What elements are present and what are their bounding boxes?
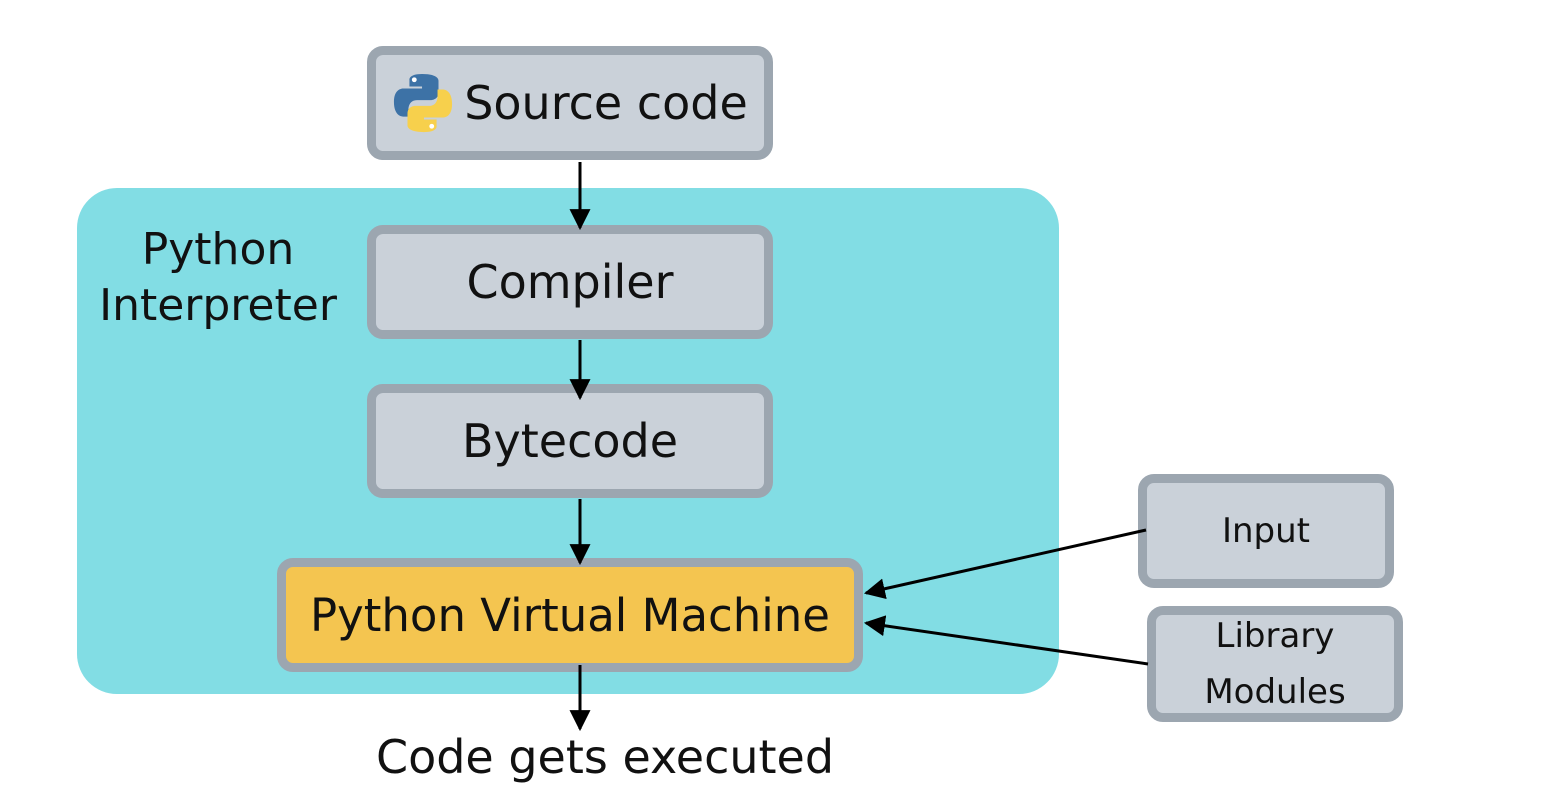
python-logo-icon xyxy=(394,73,453,133)
arrow-input-to-pvm xyxy=(863,528,1147,600)
library-label-line2: Modules xyxy=(1204,672,1346,712)
source-code-label: Source code xyxy=(464,76,748,130)
pvm-label: Python Virtual Machine xyxy=(309,588,830,642)
input-label: Input xyxy=(1221,511,1311,551)
library-modules-node: Library Modules xyxy=(1147,606,1403,722)
source-code-node: Source code xyxy=(367,46,773,160)
region-label-line2: Interpreter xyxy=(99,280,337,331)
region-label-line1: Python xyxy=(141,224,295,275)
compiler-label: Compiler xyxy=(466,255,674,309)
library-label-line1: Library xyxy=(1215,616,1335,656)
code-executed-label: Code gets executed xyxy=(375,730,835,784)
input-node: Input xyxy=(1138,474,1394,588)
bytecode-label: Bytecode xyxy=(461,414,679,468)
arrow-library-to-pvm xyxy=(863,615,1149,666)
python-interpreter-label: Python Interpreter xyxy=(92,222,344,334)
